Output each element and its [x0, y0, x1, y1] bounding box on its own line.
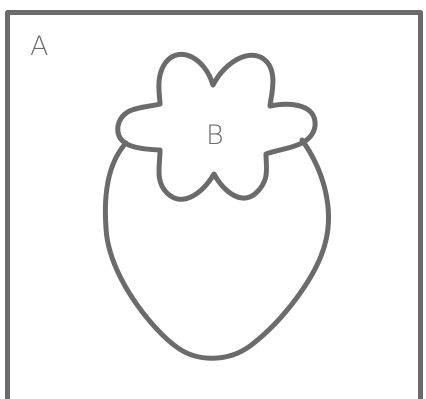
region-a-label: A: [30, 31, 48, 62]
region-b-label: B: [206, 120, 224, 151]
strawberry-body-outline: [105, 140, 328, 358]
region-a-boundary: [8, 13, 421, 399]
